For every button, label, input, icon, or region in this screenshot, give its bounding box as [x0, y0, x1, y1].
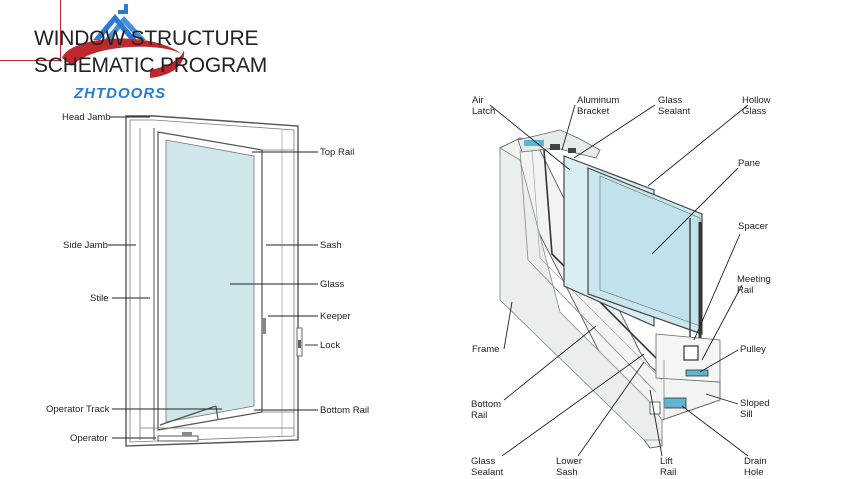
keeper-hardware [262, 318, 266, 334]
label-stile: Stile [90, 293, 109, 304]
label-lock: Lock [320, 340, 341, 351]
sash-gasket [543, 149, 671, 373]
air-latch-insert [524, 140, 544, 146]
glass-pane [165, 139, 255, 423]
label-side-jamb: Side Jamb [63, 240, 108, 251]
sloped-sill [685, 369, 709, 377]
page-title-line1: WINDOW STRUCTURE [34, 27, 259, 50]
label-bottom-rail: Bottom Rail [320, 405, 370, 416]
label-spacer: Spacer [738, 221, 769, 232]
label-head-jamb: Head Jamb [62, 112, 111, 123]
label-operator: Operator [70, 433, 108, 444]
aluminum-bracket [568, 148, 576, 153]
label-pane: Pane [738, 158, 761, 169]
label-operator-track: Operator Track [46, 404, 110, 415]
label-frame: Frame [472, 344, 500, 355]
label-sash: Sash [320, 240, 342, 251]
label-top-rail: Top Rail [320, 147, 355, 158]
logo-emblem [62, 4, 185, 78]
label-keeper: Keeper [320, 311, 351, 322]
pulley-chamber [683, 345, 699, 361]
corner-frame-decoration [0, 0, 61, 61]
brand-name: ZHTDOORS [74, 85, 167, 102]
label-glass: Glass [320, 279, 345, 290]
label-pulley: Pulley [740, 344, 766, 355]
operator-crank [157, 435, 199, 442]
page-title-line2: SCHEMATIC PROGRAM [34, 54, 268, 77]
